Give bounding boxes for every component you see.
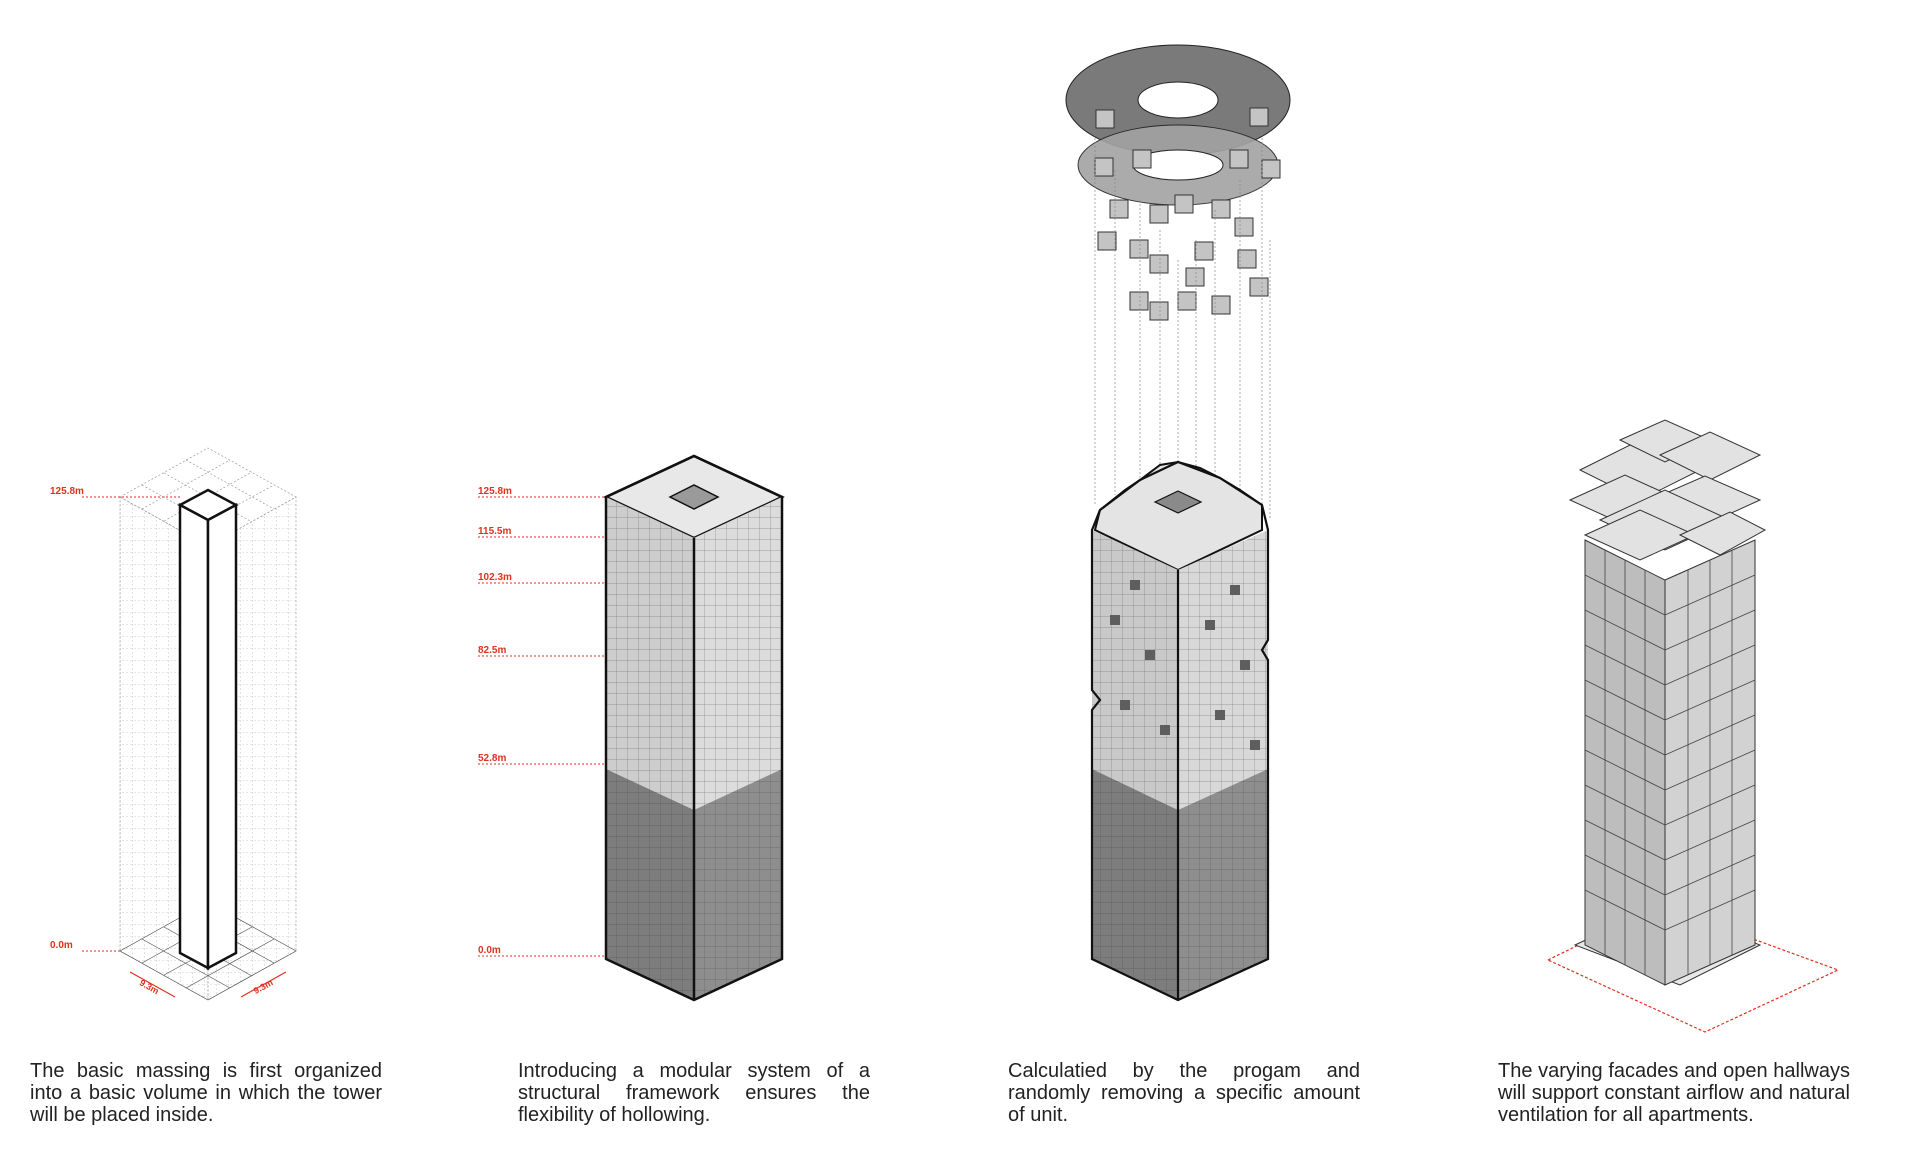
top-void bbox=[668, 484, 720, 510]
dimension-line-left bbox=[129, 971, 176, 998]
left-face-grid bbox=[606, 497, 694, 1000]
drop-lines bbox=[1094, 130, 1271, 520]
caption-panel-3: Calculatied by the progam and randomly r… bbox=[1008, 1060, 1360, 1126]
level-label-0-0: 0.0m bbox=[478, 945, 501, 956]
level-label-115-5: 115.5m bbox=[478, 526, 511, 537]
carved-voids bbox=[1110, 580, 1260, 750]
frame-slabs bbox=[1584, 550, 1756, 975]
floating-unit-cubes bbox=[1094, 107, 1281, 321]
caption-panel-1: The basic massing is first organized int… bbox=[30, 1060, 382, 1126]
panel-3-random-removal bbox=[1065, 44, 1291, 1002]
caption-panel-4: The varying facades and open hallways wi… bbox=[1498, 1060, 1850, 1126]
level-label-ground: 0.0m bbox=[50, 940, 73, 951]
panel-1-basic-massing: 125.8m 0.0m 9.3m 9.3m bbox=[50, 447, 297, 1001]
level-label-top: 125.8m bbox=[50, 486, 84, 497]
tower-outline bbox=[1090, 460, 1270, 1002]
tower-outline bbox=[604, 454, 784, 1002]
roof-crown bbox=[1568, 419, 1767, 561]
level-label-102-3: 102.3m bbox=[478, 572, 512, 583]
left-face-grid bbox=[1092, 530, 1178, 1000]
right-face-grid bbox=[1178, 530, 1268, 1000]
right-face-grid bbox=[694, 497, 782, 1000]
caption-panel-2: Introducing a modular system of a struct… bbox=[518, 1060, 870, 1126]
dimension-label-right: 9.3m bbox=[252, 977, 275, 996]
core-tower bbox=[177, 488, 239, 971]
dimension-line-right bbox=[240, 971, 287, 998]
level-label-125-8: 125.8m bbox=[478, 486, 512, 497]
level-label-52-8: 52.8m bbox=[478, 753, 506, 764]
panel-4-frame-structure bbox=[1546, 419, 1840, 1033]
dimension-label-left: 9.3m bbox=[138, 978, 161, 997]
panel-2-modular-framework: 125.8m 115.5m 102.3m 82.5m 52.8m 0.0m bbox=[478, 454, 785, 1002]
level-label-82-5: 82.5m bbox=[478, 645, 506, 656]
top-void bbox=[1153, 490, 1203, 514]
floating-units-cloud bbox=[1065, 44, 1291, 206]
level-lines bbox=[478, 496, 606, 957]
